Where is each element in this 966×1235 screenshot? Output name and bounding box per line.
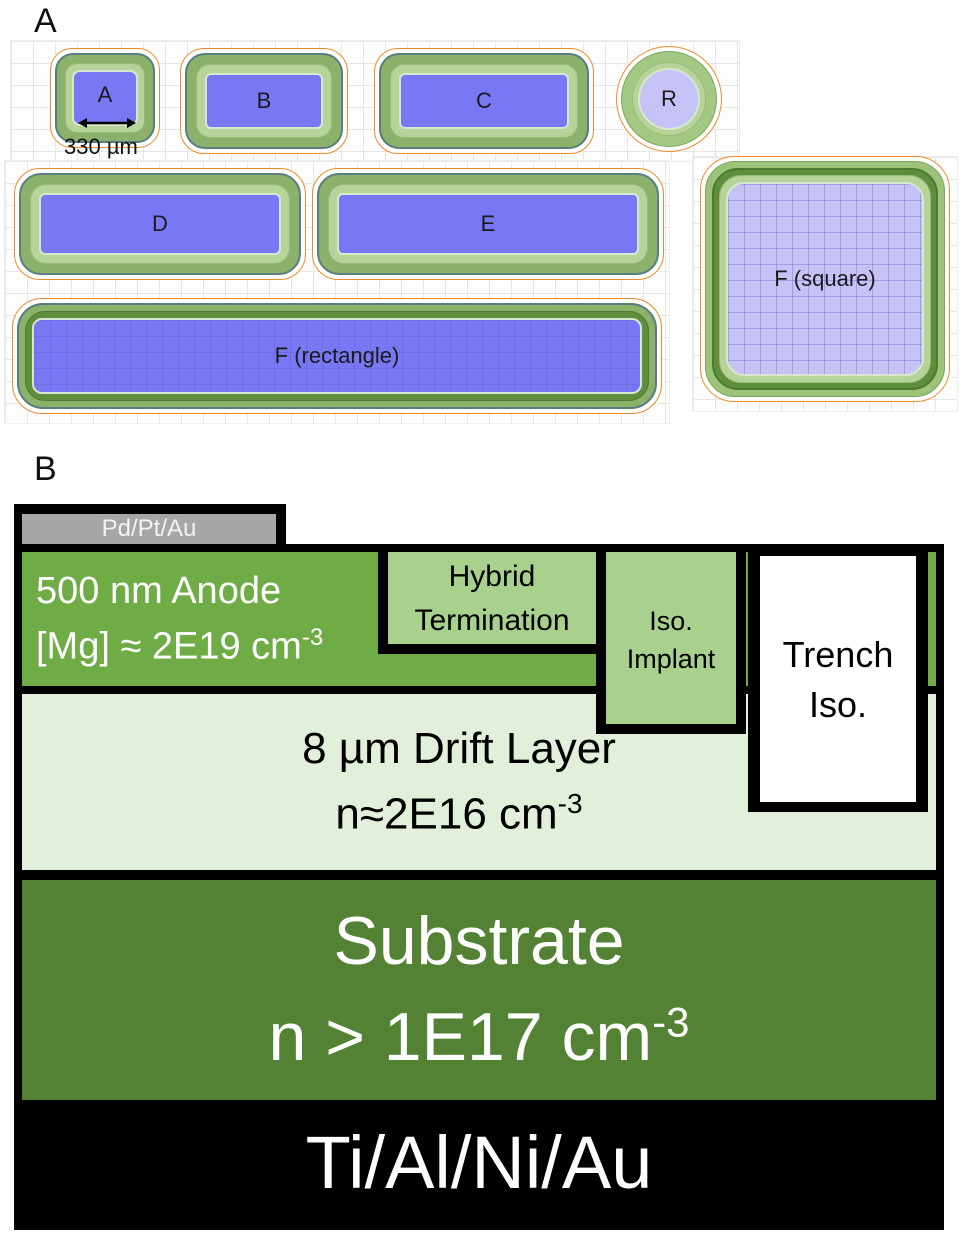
- substrate-line1: Substrate: [333, 903, 625, 979]
- device-c: C: [374, 48, 594, 154]
- substrate-layer: [22, 880, 936, 1100]
- trench-line1: Trench: [782, 634, 894, 675]
- device-f-rectangle-label: F (rectangle): [274, 343, 400, 368]
- anode-line1: 500 nm Anode: [36, 570, 282, 612]
- device-r: R: [616, 46, 722, 152]
- device-e: E: [312, 168, 664, 280]
- iso-implant-line2: Implant: [626, 644, 716, 674]
- device-d-label: D: [152, 211, 168, 236]
- device-f-rectangle: F (rectangle): [12, 298, 662, 414]
- panel-b-label: B: [34, 450, 57, 488]
- device-r-label: R: [661, 86, 677, 111]
- drift-line2: n≈2E16 cm-3: [335, 788, 583, 839]
- top-contact-metal: [22, 514, 276, 544]
- device-b-label: B: [256, 88, 272, 113]
- device-f-square-label: F (square): [774, 266, 876, 291]
- substrate-line2: n > 1E17 cm-3: [268, 998, 690, 1075]
- scale-arrow: [78, 116, 136, 128]
- trench-iso-fill: [760, 556, 916, 802]
- anode-drift-divider: [22, 686, 936, 694]
- device-e-label: E: [480, 211, 496, 236]
- device-c-label: C: [476, 88, 492, 113]
- device-f-square: F (square): [700, 156, 950, 402]
- scale-label: 330 µm: [64, 134, 138, 159]
- iso-implant-fill: [606, 552, 736, 724]
- device-a: A: [50, 48, 160, 148]
- drift-line1: 8 µm Drift Layer: [302, 724, 616, 773]
- top-contact-label: Pd/Pt/Au: [101, 515, 197, 542]
- anode-line2: [Mg] ≈ 2E19 cm-3: [36, 624, 324, 668]
- bottom-contact-label: Ti/Al/Ni/Au: [305, 1121, 653, 1204]
- hybrid-termination-fill: [388, 552, 596, 644]
- iso-implant-line1: Iso.: [649, 606, 693, 636]
- hybrid-line2: Termination: [414, 604, 570, 637]
- device-b: B: [180, 48, 348, 154]
- hybrid-line1: Hybrid: [448, 560, 536, 593]
- device-d: D: [14, 168, 306, 280]
- drift-substrate-divider: [22, 870, 936, 880]
- trench-line2: Iso.: [808, 684, 868, 725]
- panel-a-label: A: [34, 2, 57, 40]
- bottom-contact: [14, 1100, 944, 1230]
- device-a-label: A: [97, 82, 113, 107]
